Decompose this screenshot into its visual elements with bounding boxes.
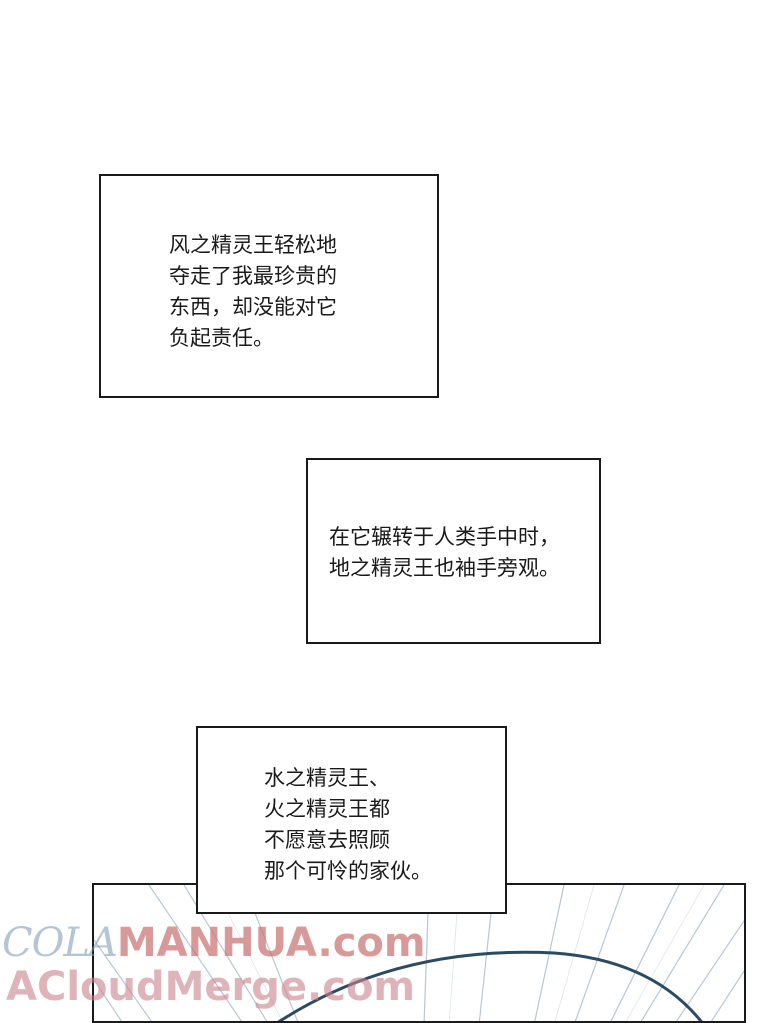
watermark-line-1: COLAMANHUA.com — [2, 918, 426, 968]
watermark-line-2: ACloudMerge.com — [6, 964, 416, 1010]
caption-line: 水之精灵王、 — [264, 766, 390, 790]
caption-line: 在它辗转于人类手中时， — [329, 525, 560, 549]
caption-line: 不愿意去照顾 — [264, 828, 390, 852]
curved-outline — [277, 950, 703, 1021]
caption-text-3: 水之精灵王、 火之精灵王都 不愿意去照顾 那个可怜的家伙。 — [264, 763, 432, 887]
caption-text-1: 风之精灵王轻松地 夺走了我最珍贵的 东西，却没能对它 负起责任。 — [169, 230, 337, 354]
caption-line: 那个可怜的家伙。 — [264, 859, 432, 883]
caption-line: 地之精灵王也袖手旁观。 — [329, 556, 560, 580]
caption-line: 夺走了我最珍贵的 — [169, 264, 337, 288]
caption-box-3: 水之精灵王、 火之精灵王都 不愿意去照顾 那个可怜的家伙。 — [196, 726, 507, 914]
caption-text-2: 在它辗转于人类手中时， 地之精灵王也袖手旁观。 — [329, 522, 560, 584]
caption-line: 火之精灵王都 — [264, 797, 390, 821]
watermark-manhua: MANHUA.com — [116, 920, 426, 966]
caption-line: 东西，却没能对它 — [169, 295, 337, 319]
caption-line: 风之精灵王轻松地 — [169, 233, 337, 257]
caption-box-2: 在它辗转于人类手中时， 地之精灵王也袖手旁观。 — [306, 458, 601, 644]
watermark-cola: COLA — [2, 920, 118, 966]
caption-box-1: 风之精灵王轻松地 夺走了我最珍贵的 东西，却没能对它 负起责任。 — [99, 174, 439, 398]
caption-line: 负起责任。 — [169, 326, 274, 350]
